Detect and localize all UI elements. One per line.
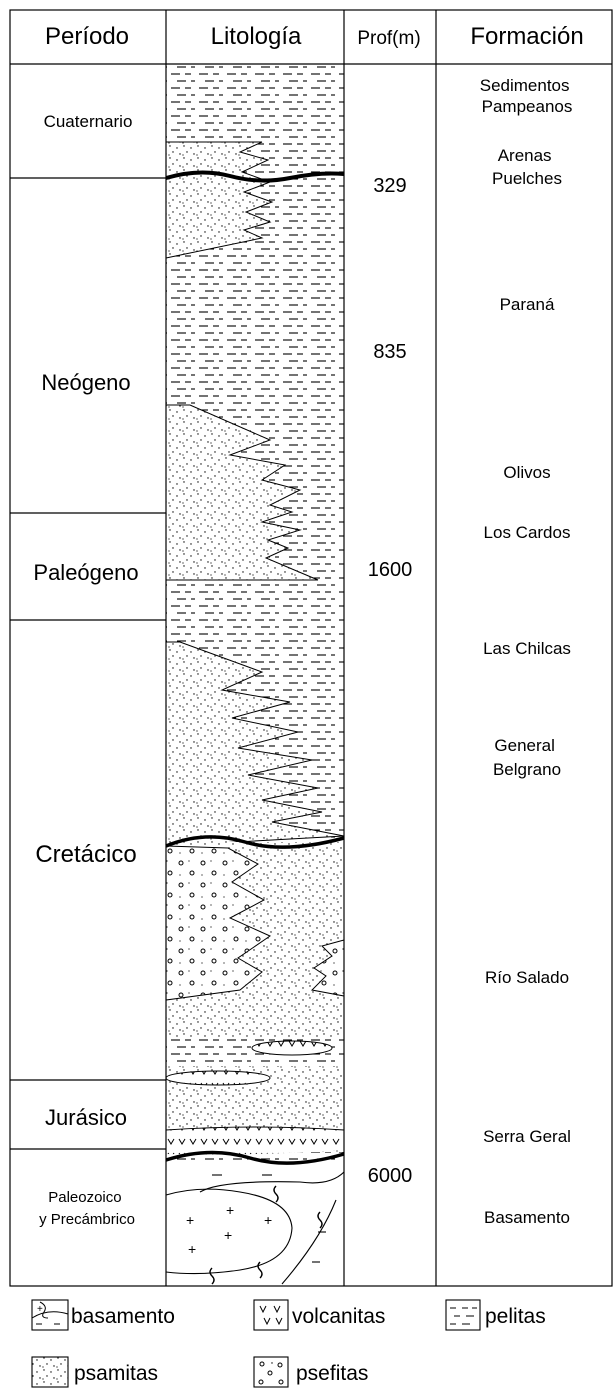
- period-paleogeno: Paleógeno: [33, 560, 138, 585]
- legend-item-pelitas: pelitas: [445, 1299, 546, 1331]
- header-row: Período Litología Prof(m) Formación: [45, 23, 584, 50]
- svg-text:+: +: [188, 1241, 196, 1257]
- volcanic-fill-2: [166, 1071, 270, 1085]
- legend-item-psamitas: psamitas: [31, 1356, 158, 1388]
- legend-label-volcanitas: volcanitas: [292, 1305, 385, 1328]
- svg-text:+: +: [224, 1227, 232, 1243]
- legend-label-psamitas: psamitas: [74, 1362, 158, 1385]
- formation-general-belgrano: General Belgrano: [493, 736, 561, 779]
- svg-text:+: +: [264, 1212, 272, 1228]
- sand-fill-olivos: [166, 405, 318, 580]
- basement-fault-right: [281, 1199, 337, 1285]
- depth-1600: 1600: [368, 559, 413, 581]
- header-formation: Formación: [470, 23, 583, 50]
- table-grid: [9, 9, 613, 1287]
- formation-labels: Sedimentos Pampeanos Arenas Puelches Par…: [480, 76, 575, 1227]
- period-labels: Cuaternario Neógeno Paleógeno Cretácico …: [33, 112, 138, 1228]
- header-depth: Prof(m): [357, 28, 420, 49]
- period-cretacico: Cretácico: [35, 841, 136, 868]
- unconformity-329: [165, 170, 345, 183]
- formation-serra-geral: Serra Geral: [483, 1127, 571, 1146]
- granite-crosses: + + + + +: [186, 1202, 272, 1257]
- header-period: Período: [45, 23, 129, 50]
- sand-fill-belgrano: [166, 642, 344, 846]
- formation-las-chilcas: Las Chilcas: [483, 639, 571, 658]
- gravel-fill-riosalado: [166, 846, 270, 1000]
- depth-835: 835: [373, 341, 406, 363]
- volcanic-band-top: [165, 1126, 345, 1131]
- formation-olivos: Olivos: [503, 463, 550, 482]
- unconformity-cretaceous: [165, 835, 345, 849]
- legend-label-psefitas: psefitas: [296, 1362, 368, 1385]
- volcanic-fill-1: [252, 1041, 332, 1055]
- depth-329: 329: [373, 175, 406, 197]
- legend-swatch-pelite: [445, 1299, 481, 1331]
- formation-sedimentos-pampeanos: Sedimentos Pampeanos: [480, 76, 575, 116]
- formation-basamento: Basamento: [484, 1208, 570, 1227]
- unconformity-6000: [165, 1150, 345, 1165]
- legend-label-pelitas: pelitas: [485, 1305, 546, 1328]
- svg-text:+: +: [226, 1202, 234, 1218]
- period-jurasico: Jurásico: [45, 1105, 127, 1130]
- period-paleozoico: Paleozoico y Precámbrico: [39, 1189, 135, 1228]
- legend: + basamento volcanitas pelitas: [31, 1299, 546, 1388]
- legend-swatch-psephite: [253, 1356, 289, 1388]
- depth-6000: 6000: [368, 1165, 413, 1187]
- header-lithology: Litología: [211, 23, 302, 50]
- legend-swatch-volcanic: [253, 1299, 289, 1331]
- lithology-column: + + + + +: [165, 64, 345, 1286]
- period-neogeno: Neógeno: [41, 370, 130, 395]
- basement-fault-left: [199, 1171, 345, 1193]
- legend-item-psefitas: psefitas: [253, 1356, 368, 1388]
- svg-text:+: +: [37, 1304, 43, 1315]
- gravel-fill-lens: [312, 940, 344, 996]
- formation-rio-salado: Río Salado: [485, 968, 569, 987]
- legend-item-volcanitas: volcanitas: [253, 1299, 385, 1331]
- formation-los-cardos: Los Cardos: [484, 523, 571, 542]
- formation-arenas-puelches: Arenas Puelches: [492, 146, 562, 188]
- svg-text:+: +: [186, 1212, 194, 1228]
- period-cuaternario: Cuaternario: [44, 112, 133, 131]
- legend-swatch-psammite: [31, 1356, 69, 1388]
- basement-granite-body: [165, 1188, 293, 1275]
- formation-parana: Paraná: [500, 295, 555, 314]
- depth-labels: 329 835 1600 6000: [368, 175, 413, 1187]
- legend-label-basamento: basamento: [71, 1305, 175, 1328]
- volcanic-fill-serrageral: [166, 1127, 344, 1155]
- legend-item-basamento: + basamento: [31, 1299, 175, 1331]
